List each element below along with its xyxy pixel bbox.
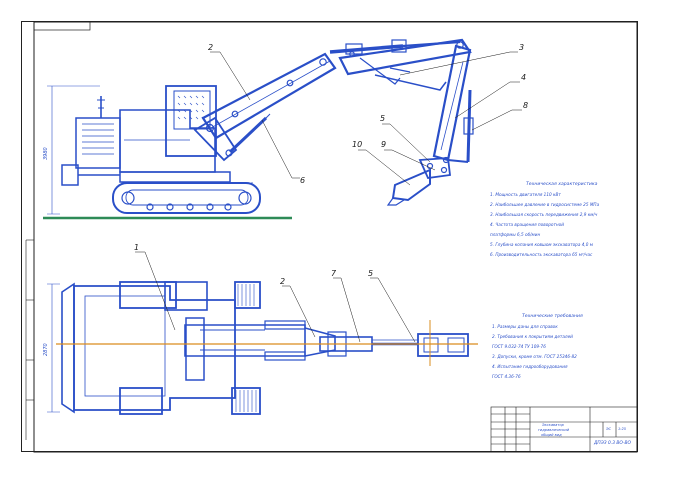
tech-char-line: 2. Наибольшее давление в гидросистеме 25…: [490, 202, 600, 207]
upper-body: [119, 109, 216, 173]
title-sheet-b: 1:25: [618, 427, 627, 431]
tech-char-line: платформы 6,5 об/мин: [490, 232, 541, 237]
excavator-side-view: [43, 38, 474, 220]
callout-2-side: 2: [208, 43, 213, 52]
bucket-cylinder: [466, 89, 472, 163]
callout-7: 7: [331, 269, 337, 278]
track-left-front: [119, 281, 177, 309]
callout-leaders: [135, 51, 522, 343]
excavator-plan-view: [47, 281, 469, 415]
cab-window: [173, 90, 211, 130]
tech-req-line: 3. Допуски, кроме отм. ГОСТ 25346-82: [492, 354, 577, 359]
callout-4: 4: [521, 73, 526, 82]
title-name-3: общий вид: [541, 433, 562, 437]
dim-height: 3980: [43, 147, 49, 160]
callout-1: 1: [134, 243, 139, 252]
tech-char-line: 4. Частота вращения поворотной: [490, 222, 564, 227]
track-right-rear: [231, 387, 261, 415]
turntable-frame: [119, 171, 231, 183]
body-plan: [73, 285, 236, 411]
callout-5-plan: 5: [368, 269, 373, 278]
title-name-1: Экскаватор: [542, 423, 564, 427]
cab-plan: [164, 281, 208, 311]
dipper-arm: [432, 44, 472, 162]
tech-char-line: 6. Производительность экскаватора 65 м³/…: [490, 252, 593, 257]
drive-sprocket: [238, 191, 252, 205]
boom-cylinder: [228, 116, 268, 154]
tech-characteristics: Техническая характеристика 1. Мощность д…: [490, 180, 599, 260]
idler-wheel: [121, 191, 135, 205]
track-left-rear: [119, 387, 163, 415]
tech-char-header: Техническая характеристика: [526, 182, 598, 187]
title-code: ДПЭЗ 0.3 ВО-ВО: [594, 441, 631, 446]
callout-6: 6: [300, 176, 305, 185]
callout-8: 8: [523, 101, 528, 110]
tech-char-line: 3. Наибольшая скорость передвижения 2,9 …: [490, 212, 598, 217]
title-name-2: гидравлический: [538, 428, 570, 432]
engine-housing: [75, 117, 121, 169]
tech-requirements: Технические требования 1. Размеры даны д…: [492, 312, 583, 382]
callout-2-plan: 2: [280, 277, 285, 286]
tech-req-line: 4. Испытание гидрооборудования: [492, 364, 568, 369]
bucket-plan: [417, 333, 469, 357]
counterweight-plan: [61, 282, 75, 414]
drawing-sheet: [21, 21, 638, 452]
corner-stamp: [33, 21, 91, 31]
bucket: [391, 168, 431, 202]
arm-cylinder: [329, 44, 404, 54]
crawler-track: [112, 182, 261, 214]
boom: [201, 52, 337, 140]
title-block: [490, 406, 638, 453]
dim-width: 2870: [43, 343, 49, 356]
callout-10: 10: [352, 140, 362, 149]
callout-3: 3: [519, 43, 524, 52]
tech-req-header: Технические требования: [522, 314, 583, 319]
track-right-front: [234, 281, 261, 309]
tech-req-line: ГОСТ 4.36-76: [492, 374, 521, 379]
tech-req-line: 1. Размеры даны для справок: [492, 324, 558, 329]
tech-char-line: 1. Мощность двигателя 110 кВт: [490, 192, 561, 197]
tech-req-line: ГОСТ 9.032-74 ТУ 109-76: [492, 344, 546, 349]
tech-req-line: 2. Требования к покрытиям деталей: [492, 334, 573, 339]
callout-5-side: 5: [380, 114, 385, 123]
inner-frame: [33, 21, 638, 453]
boom-base-bracket: [193, 116, 238, 162]
title-sheet-a: ЭС: [606, 427, 612, 431]
tech-char-line: 5. Глубина копания ковшом экскаватора 4,…: [490, 242, 593, 247]
callout-9: 9: [381, 140, 386, 149]
